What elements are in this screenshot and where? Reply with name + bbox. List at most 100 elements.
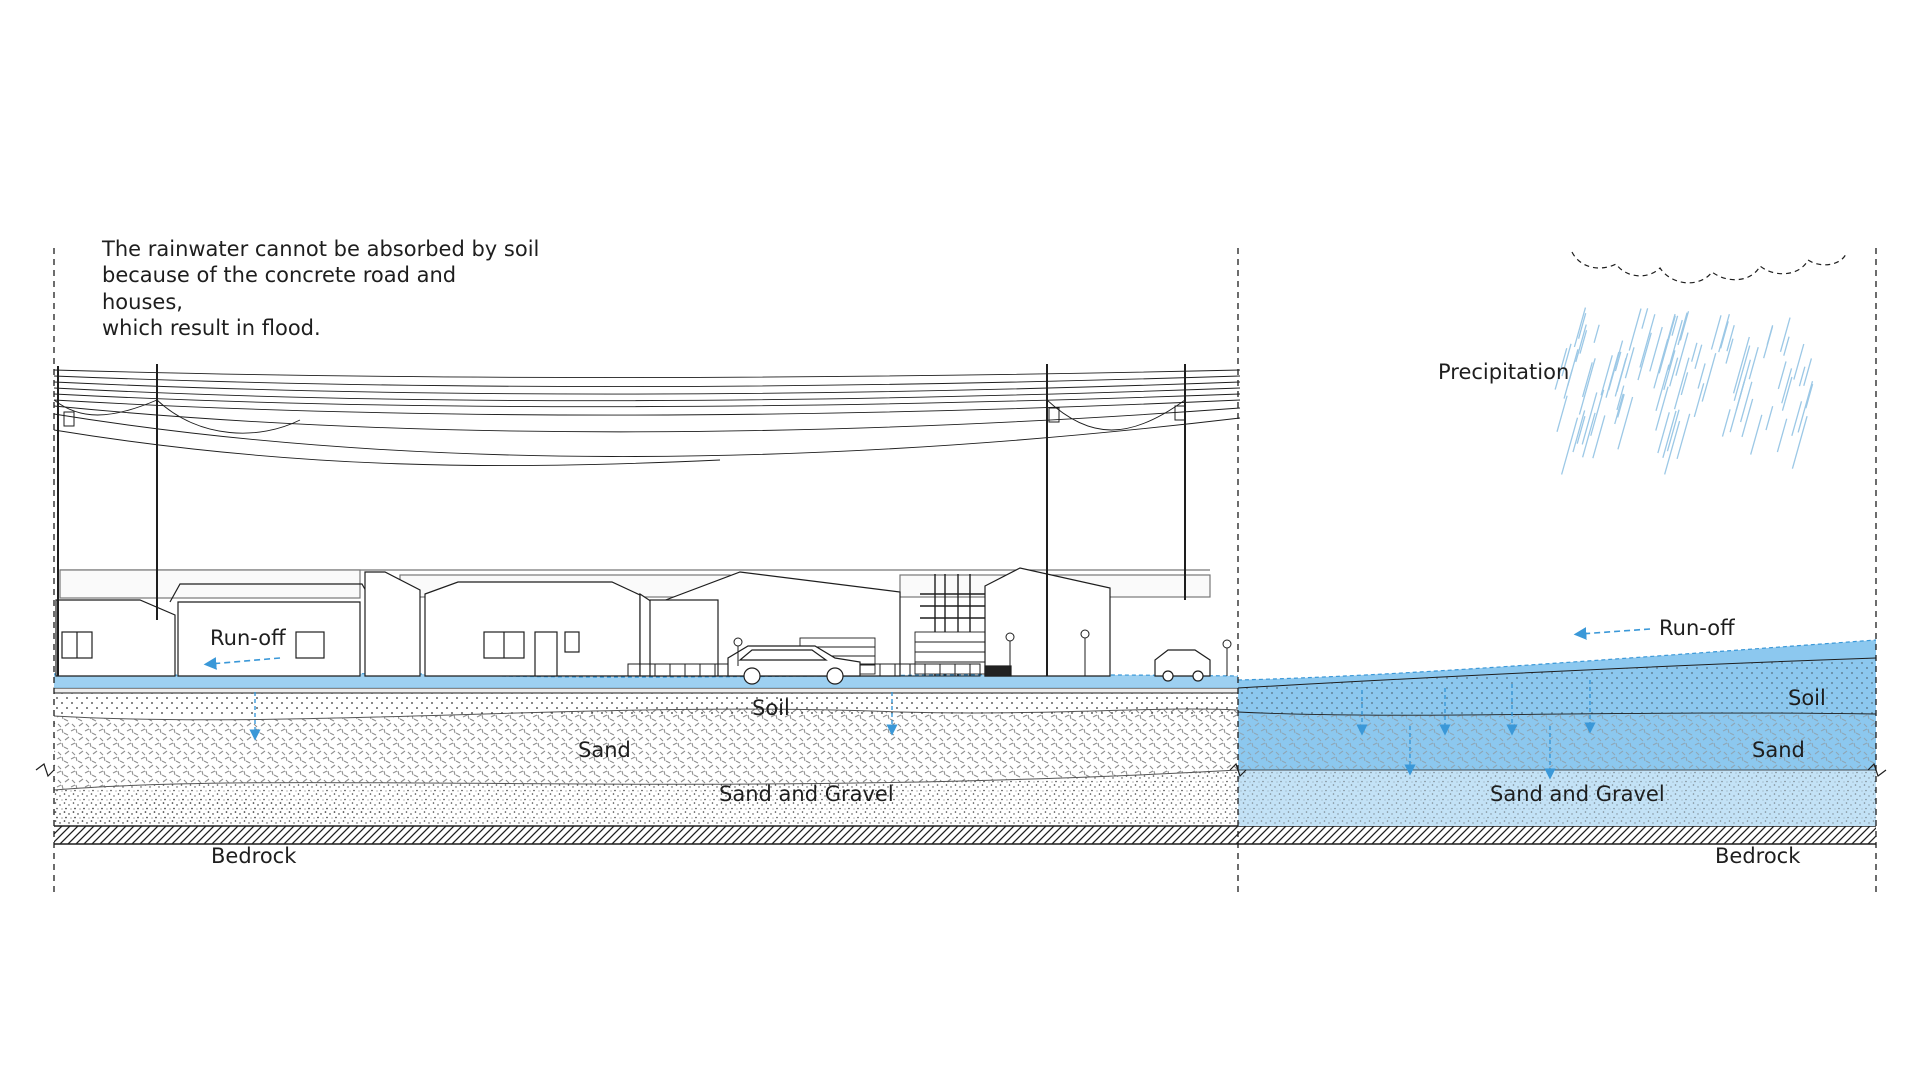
- rain-streak: [1655, 386, 1669, 431]
- rain-streak: [1765, 406, 1774, 431]
- rain-streak: [1617, 396, 1634, 450]
- utility-poles: [57, 364, 1186, 676]
- rain-streak: [1556, 395, 1568, 432]
- rain-streak: [1624, 347, 1635, 379]
- people: [733, 629, 1232, 676]
- blocked-infiltration-arrows: [249, 692, 898, 741]
- rain-streak: [1748, 347, 1759, 380]
- diagram-caption: The rainwater cannot be absorbed by soil…: [102, 237, 540, 341]
- rain-streak: [1669, 357, 1679, 387]
- window: [295, 631, 325, 659]
- rain-streak: [1561, 343, 1572, 377]
- power-lines: [53, 369, 1241, 466]
- rain-streak: [1726, 325, 1735, 352]
- rain-streak: [1578, 358, 1596, 415]
- door: [534, 631, 558, 677]
- label-sand-gravel-right: Sand and Gravel: [1490, 782, 1665, 806]
- rain-streak: [1781, 376, 1793, 411]
- rain-streak: [1691, 342, 1698, 362]
- house-1: [55, 599, 176, 677]
- rain-streak: [1732, 336, 1750, 394]
- rain-streak: [1805, 383, 1814, 409]
- rain-streak: [1649, 326, 1663, 372]
- rain-streak: [1733, 345, 1751, 401]
- rain-streak: [1592, 415, 1606, 459]
- label-soil-left: Soil: [752, 696, 790, 720]
- rain-streak: [1776, 418, 1788, 453]
- rain-streak: [1718, 314, 1730, 353]
- rain-streak: [1675, 332, 1689, 376]
- window: [564, 631, 580, 653]
- concrete-road: [53, 687, 1239, 694]
- rain-streak: [1593, 324, 1600, 343]
- rain-streak: [1663, 350, 1676, 391]
- rain-streak: [1676, 413, 1691, 460]
- flood-water-left: [54, 673, 1238, 688]
- rain-streak: [1666, 409, 1680, 452]
- rain-streak: [1777, 361, 1787, 390]
- rain-streak: [1739, 381, 1753, 423]
- rain-streak: [1655, 364, 1670, 412]
- rain-streak: [1579, 330, 1588, 354]
- section-dividers: [53, 248, 1877, 892]
- rain-streak: [1763, 326, 1774, 359]
- rain-streak: [1791, 401, 1803, 436]
- rain-streak: [1721, 409, 1731, 437]
- urban-streetscape: [55, 567, 1232, 685]
- rain-streak: [1729, 375, 1747, 433]
- rain-streak: [1701, 353, 1717, 402]
- sand-layer-left: [54, 709, 1238, 790]
- rain-streak: [1779, 317, 1791, 352]
- rain-streak: [1793, 343, 1805, 380]
- car: [727, 645, 861, 685]
- rain-streak: [1575, 324, 1587, 363]
- label-bedrock-right: Bedrock: [1715, 844, 1801, 868]
- soil-layer-left: [54, 692, 1238, 716]
- rain-streak: [1725, 338, 1734, 364]
- rain-streak: [1694, 344, 1703, 369]
- rain-streak: [1677, 312, 1688, 346]
- small-car: [1154, 649, 1211, 682]
- rain-streak: [1616, 385, 1625, 411]
- rain-streak: [1791, 416, 1808, 469]
- rain-streak: [1797, 381, 1814, 433]
- rain-streak: [1803, 358, 1813, 386]
- break-mark-icon: [35, 762, 1887, 778]
- rain-streak: [1680, 372, 1689, 396]
- rain-streak: [1657, 412, 1670, 454]
- label-sand-left: Sand: [578, 738, 631, 762]
- rain-streak: [1577, 313, 1587, 339]
- label-sand-gravel-left: Sand and Gravel: [719, 782, 894, 806]
- bedrock-layer-left: [54, 826, 1238, 844]
- rain-streak: [1798, 366, 1806, 387]
- rain-streak: [1560, 417, 1579, 475]
- runoff-arrow: [203, 657, 281, 670]
- bench: [984, 665, 1012, 677]
- rain-icon: [1554, 307, 1814, 475]
- rain-streak: [1628, 308, 1642, 351]
- rain-streak: [1693, 383, 1705, 418]
- rain-streak: [1750, 414, 1763, 455]
- rain-streak: [1600, 355, 1613, 396]
- rain-streak: [1616, 353, 1629, 392]
- house-2: [169, 583, 373, 677]
- house-4: [424, 581, 641, 677]
- rain-streak: [1781, 368, 1793, 404]
- rain-streak: [1617, 393, 1625, 418]
- rain-streak: [1637, 332, 1652, 381]
- rain-streak: [1679, 311, 1690, 341]
- label-runoff-right: Run-off: [1659, 616, 1735, 640]
- right-ground-section: [1237, 639, 1877, 845]
- rain-streak: [1581, 392, 1598, 445]
- label-sand-right: Sand: [1752, 738, 1805, 762]
- rain-streak: [1662, 410, 1677, 458]
- label-precipitation: Precipitation: [1438, 360, 1570, 384]
- label-soil-right: Soil: [1788, 686, 1826, 710]
- rain-streak: [1563, 369, 1573, 399]
- rain-streak: [1581, 412, 1596, 458]
- rain-streak: [1581, 362, 1593, 398]
- rain-streak: [1658, 315, 1676, 374]
- rain-streak: [1614, 351, 1622, 372]
- rain-streak: [1720, 321, 1729, 349]
